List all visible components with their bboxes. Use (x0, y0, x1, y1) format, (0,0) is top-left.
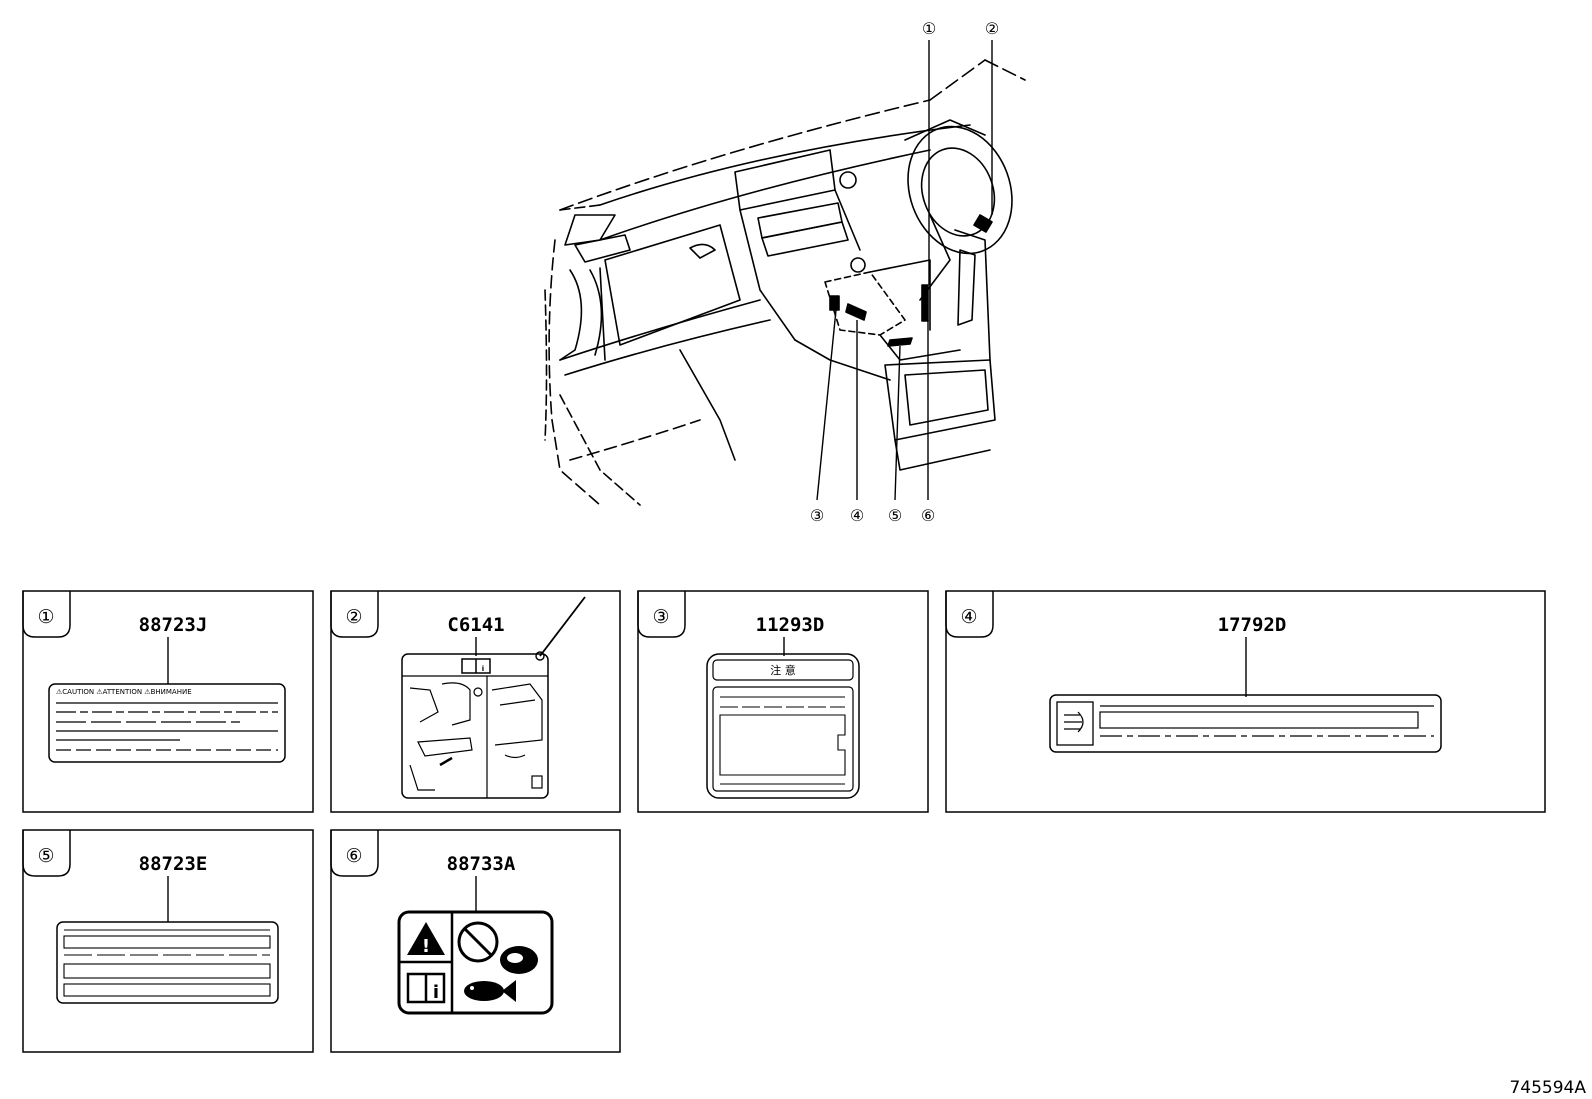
panel-number: ④ (960, 606, 977, 628)
callout-5-bottom: ⑤ (888, 506, 902, 525)
panel-number: ③ (652, 606, 669, 628)
panel-88723e: ⑤ 88723E (22, 829, 314, 1053)
panel-number: ① (37, 606, 54, 628)
hatch-pictogram (409, 682, 483, 791)
manual-icon: i (406, 972, 446, 1004)
fish-icon (464, 980, 516, 1002)
leader-lines (816, 40, 993, 501)
panel-88733a: ⑥ 88733A ! i (330, 829, 621, 1053)
panel-c6141: ② C6141 i (330, 590, 621, 813)
warning-icon (407, 922, 445, 955)
panel-number: ⑤ (37, 845, 54, 867)
panel-88723j: ① 88723J ⚠CAUTION ⚠ATTENTION ⚠ВНИМАНИЕ (22, 590, 314, 813)
callout-6-bottom: ⑥ (921, 506, 935, 525)
panel-11293d: ③ 11293D 注 意 (637, 590, 929, 813)
tool-icon (539, 596, 586, 657)
dashboard-illustration (544, 59, 1026, 506)
label-header-text: ⚠CAUTION ⚠ATTENTION ⚠ВНИМАНИЕ (56, 688, 192, 696)
panel-number: ② (345, 606, 362, 628)
svg-text:i: i (433, 982, 439, 1003)
part-code: 88723E (139, 853, 208, 875)
callout-2-top: ② (985, 19, 999, 38)
drawing-id: 745594A (1509, 1078, 1586, 1098)
callout-1-top: ① (922, 19, 936, 38)
callout-4-bottom: ④ (850, 506, 864, 525)
svg-text:i: i (482, 665, 484, 673)
part-code: 88733A (447, 853, 516, 875)
airflow-icon (1064, 711, 1084, 733)
part-code: 11293D (756, 614, 825, 636)
panel-number: ⑥ (345, 845, 362, 867)
part-code: 88723J (139, 614, 208, 636)
callout-3-bottom: ③ (810, 506, 824, 525)
car-rear-pictogram (491, 683, 543, 789)
part-code: C6141 (447, 614, 504, 636)
meat-icon (500, 946, 538, 974)
label-header-text: 注 意 (770, 663, 796, 677)
svg-text:!: ! (422, 936, 430, 957)
prohibited-icon (457, 921, 499, 963)
part-code: 17792D (1218, 614, 1287, 636)
panel-17792d: ④ 17792D (945, 590, 1546, 813)
